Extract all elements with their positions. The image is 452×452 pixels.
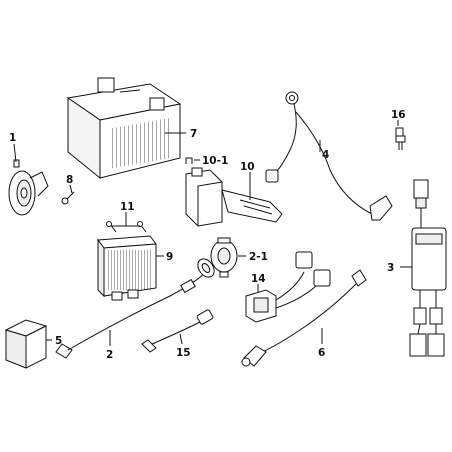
callout-16-label: 16 xyxy=(391,109,406,121)
callout-11-label: 11 xyxy=(120,201,135,213)
battery-cable-4[interactable] xyxy=(265,91,393,221)
starter-relay-10[interactable] xyxy=(185,167,283,227)
callout-3-label: 3 xyxy=(387,262,394,274)
part-5-block[interactable] xyxy=(4,319,48,369)
callout-11: 11 xyxy=(112,201,140,227)
callout-6: 6 xyxy=(318,328,325,359)
callout-2-1: 2-1 xyxy=(238,251,268,263)
callout-10-label: 10 xyxy=(240,161,255,173)
callout-2-1-label: 2-1 xyxy=(249,251,268,263)
wire-harness-2[interactable] xyxy=(55,256,217,359)
callout-9: 9 xyxy=(156,251,173,263)
callout-10-1: 10-1 xyxy=(185,155,228,167)
callout-14-label: 14 xyxy=(251,273,266,285)
callout-16: 16 xyxy=(391,109,406,126)
callout-5-label: 5 xyxy=(55,335,62,347)
fuse-16[interactable] xyxy=(395,127,406,150)
callout-2-label: 2 xyxy=(106,349,113,361)
callout-9-label: 9 xyxy=(166,251,173,263)
callout-6-label: 6 xyxy=(318,347,325,359)
callout-15-label: 15 xyxy=(176,347,191,359)
callout-8-label: 8 xyxy=(66,174,73,186)
callout-14: 14 xyxy=(251,273,266,292)
callout-7-label: 7 xyxy=(190,128,197,140)
callout-7: 7 xyxy=(165,128,197,140)
callout-3: 3 xyxy=(387,262,412,274)
connector-2-1[interactable] xyxy=(210,237,238,278)
horn[interactable] xyxy=(8,159,49,216)
callout-1-label: 1 xyxy=(9,132,16,144)
wire-15[interactable] xyxy=(141,309,214,353)
callout-8: 8 xyxy=(66,174,73,194)
switch-harness-14[interactable] xyxy=(245,251,331,323)
callout-10-1-label: 10-1 xyxy=(202,155,228,167)
callout-2: 2 xyxy=(106,330,113,361)
callout-1: 1 xyxy=(9,132,17,163)
callout-4-label: 4 xyxy=(322,149,329,161)
callout-10: 10 xyxy=(240,161,255,200)
callout-5: 5 xyxy=(46,335,62,347)
callout-4: 4 xyxy=(319,140,329,161)
battery[interactable] xyxy=(66,77,182,180)
screw-8[interactable] xyxy=(61,191,75,205)
fuse-box-3[interactable] xyxy=(409,179,447,357)
regulator-rectifier[interactable] xyxy=(97,235,157,301)
callout-15: 15 xyxy=(176,333,191,359)
cable-6[interactable] xyxy=(241,269,367,367)
